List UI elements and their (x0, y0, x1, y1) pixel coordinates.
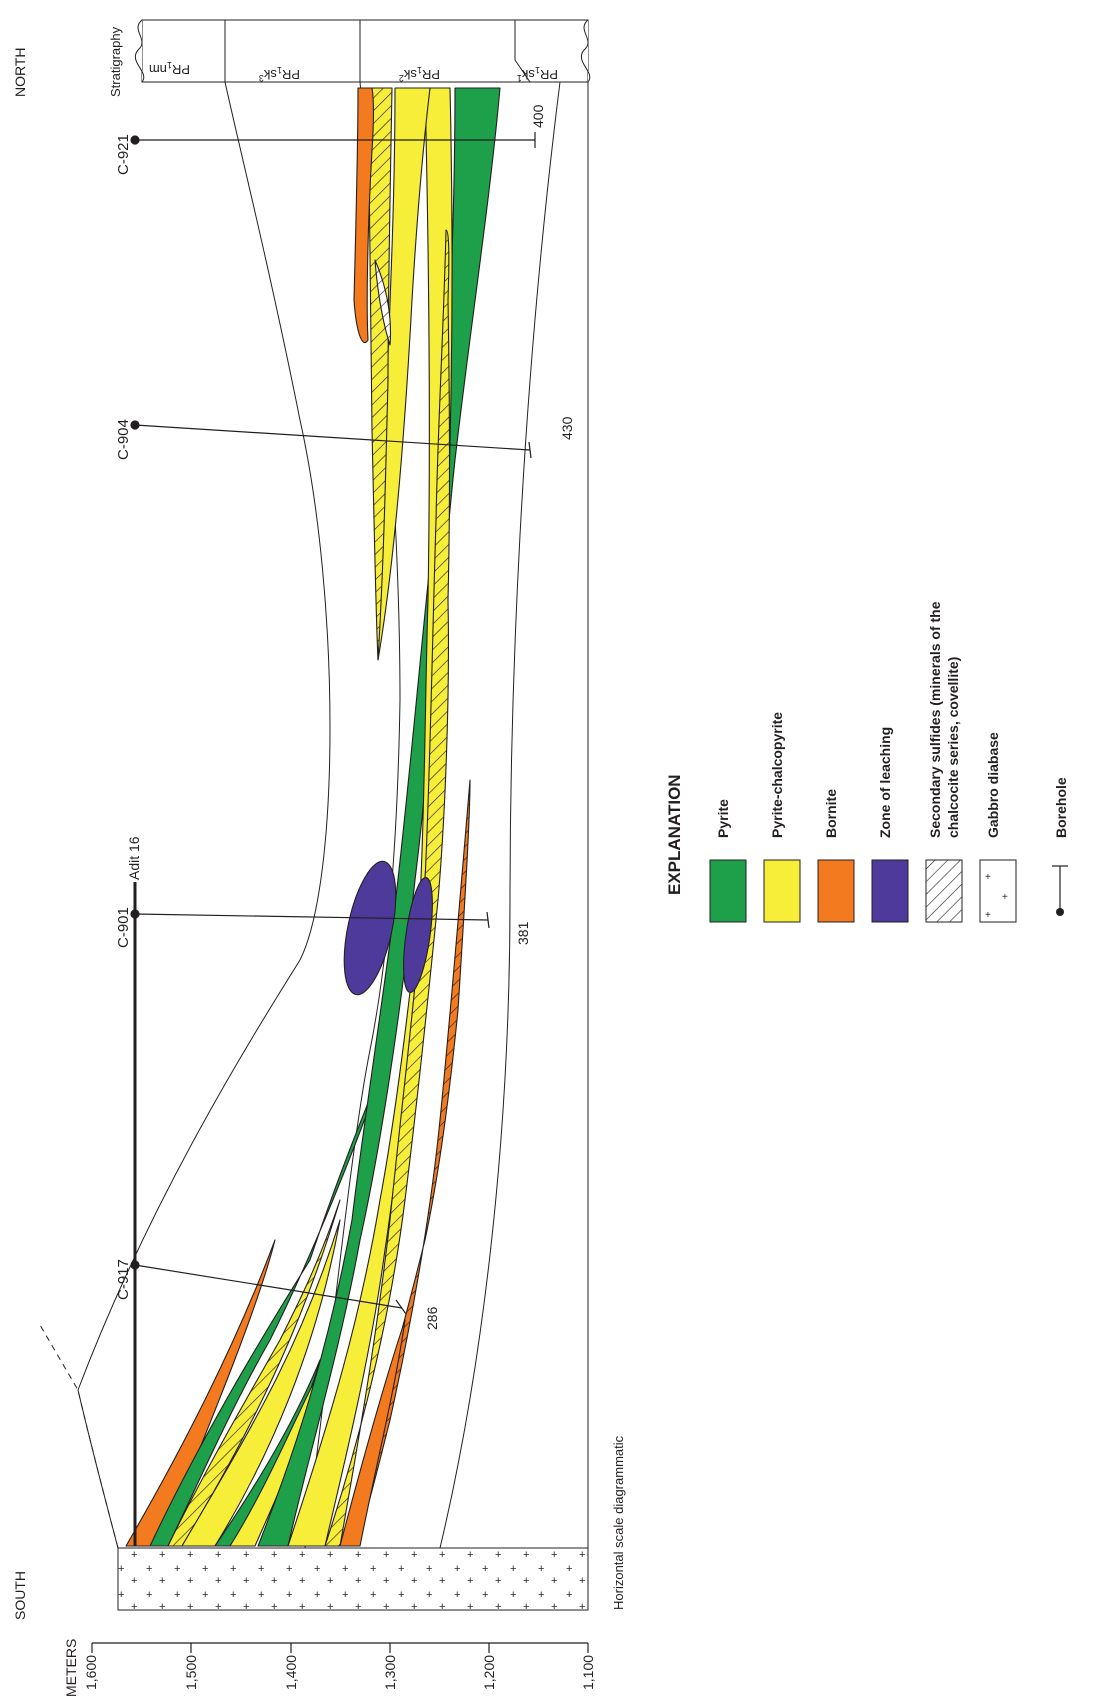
svg-text:Gabbro diabase: Gabbro diabase (985, 732, 1001, 838)
legend-item-pyrite-chalcopyrite: Pyrite-chalcopyrite (763, 712, 801, 923)
bornite-lens (125, 1239, 276, 1547)
borehole-c901-name: C-901 (115, 907, 132, 948)
svg-text:Borehole: Borehole (1053, 777, 1069, 838)
legend-item-secondary-sulfides: Secondary sulfides (minerals of the chal… (925, 601, 963, 923)
axis-tick-1300: 1,300 (382, 1655, 398, 1690)
svg-text:Bornite: Bornite (823, 789, 839, 838)
gabbro-diabase-body (117, 1547, 589, 1611)
borehole-c921 (130, 132, 536, 148)
bornite-north-lens (353, 87, 375, 343)
borehole-c904-name: C-904 (115, 419, 132, 460)
svg-text:Zone of leaching: Zone of leaching (877, 727, 893, 838)
borehole-c917-name: C-917 (115, 1259, 132, 1300)
ore-bodies (125, 87, 501, 1547)
axis-tick-1100: 1,100 (580, 1655, 596, 1690)
borehole-c901 (130, 909, 490, 929)
svg-text:Pyrite: Pyrite (715, 799, 731, 838)
pyrite-chalcopyrite-band (181, 1219, 341, 1547)
strat-unit-sk2: PR1sk2 (399, 65, 440, 83)
stratigraphy-header: Stratigraphy PR1nm PR1sk3 PR1sk2 PR1sk1 (108, 19, 591, 97)
svg-text:+: + (1002, 892, 1008, 903)
legend-item-borehole: Borehole (1052, 777, 1069, 916)
legend-item-pyrite: Pyrite (709, 799, 747, 923)
borehole-c917 (130, 1260, 407, 1315)
svg-text:PR1nm: PR1nm (149, 60, 190, 77)
borehole-c901-depth: 381 (515, 921, 531, 945)
stratigraphy-title: Stratigraphy (108, 26, 123, 97)
svg-text:PR1sk1: PR1sk1 (517, 65, 558, 83)
elevation-axis: METERS 1,600 1,500 1,400 1,300 1,200 1,1… (63, 1639, 596, 1697)
svg-text:Secondary sulfides (minerals o: Secondary sulfides (minerals of the (927, 601, 943, 838)
axis-tick-1500: 1,500 (183, 1655, 199, 1690)
borehole-c921-depth: 400 (530, 104, 546, 128)
axis-tick-1200: 1,200 (481, 1655, 497, 1690)
axis-unit-label: METERS (63, 1639, 79, 1697)
svg-text:Pyrite-chalcopyrite: Pyrite-chalcopyrite (769, 712, 785, 838)
legend-item-bornite: Bornite (817, 789, 855, 923)
strat-unit-sk1: PR1sk1 (517, 65, 558, 83)
borehole-c904 (130, 420, 532, 459)
leaching-zone-1 (343, 860, 397, 996)
legend-item-zone-of-leaching: Zone of leaching (871, 727, 909, 923)
svg-text:chalcocite series, covellite): chalcocite series, covellite) (945, 657, 961, 838)
axis-tick-1600: 1,600 (83, 1655, 99, 1690)
north-label: NORTH (12, 47, 28, 97)
svg-text:+: + (985, 910, 991, 921)
adit-label: Adit 16 (126, 836, 142, 880)
secondary-sulfides-north (367, 87, 393, 661)
borehole-c917-depth: 286 (424, 1306, 440, 1330)
svg-text:PR1sk2: PR1sk2 (399, 65, 440, 83)
bornite-lower-band (339, 779, 471, 1547)
adit-16: Adit 16 (126, 836, 142, 1546)
explanation-title: EXPLANATION (665, 774, 684, 895)
axis-tick-1400: 1,400 (283, 1655, 299, 1690)
strat-unit-nm: PR1nm (149, 60, 190, 77)
scale-note: Horizontal scale diagrammatic (611, 1435, 626, 1610)
secondary-sulfides-leached (374, 259, 392, 346)
leaching-zone-2 (403, 876, 433, 994)
borehole-c904-depth: 430 (559, 416, 575, 440)
secondary-sulfide-band (167, 1199, 341, 1547)
borehole-c921-name: C-921 (115, 134, 132, 175)
legend-item-gabbro-diabase: + + + Gabbro diabase (979, 732, 1017, 923)
bornite-stringer (339, 1319, 406, 1547)
svg-text:PR1sk3: PR1sk3 (259, 65, 300, 83)
south-label: SOUTH (12, 1571, 28, 1620)
main-pyrite-body (257, 87, 501, 1547)
explanation-legend: EXPLANATION Pyrite Pyrite-chalcopyrite B… (665, 601, 1069, 923)
strat-unit-sk3: PR1sk3 (259, 65, 300, 83)
svg-text:+: + (985, 872, 991, 883)
boreholes (130, 132, 536, 1315)
contact-lines (39, 81, 589, 1549)
